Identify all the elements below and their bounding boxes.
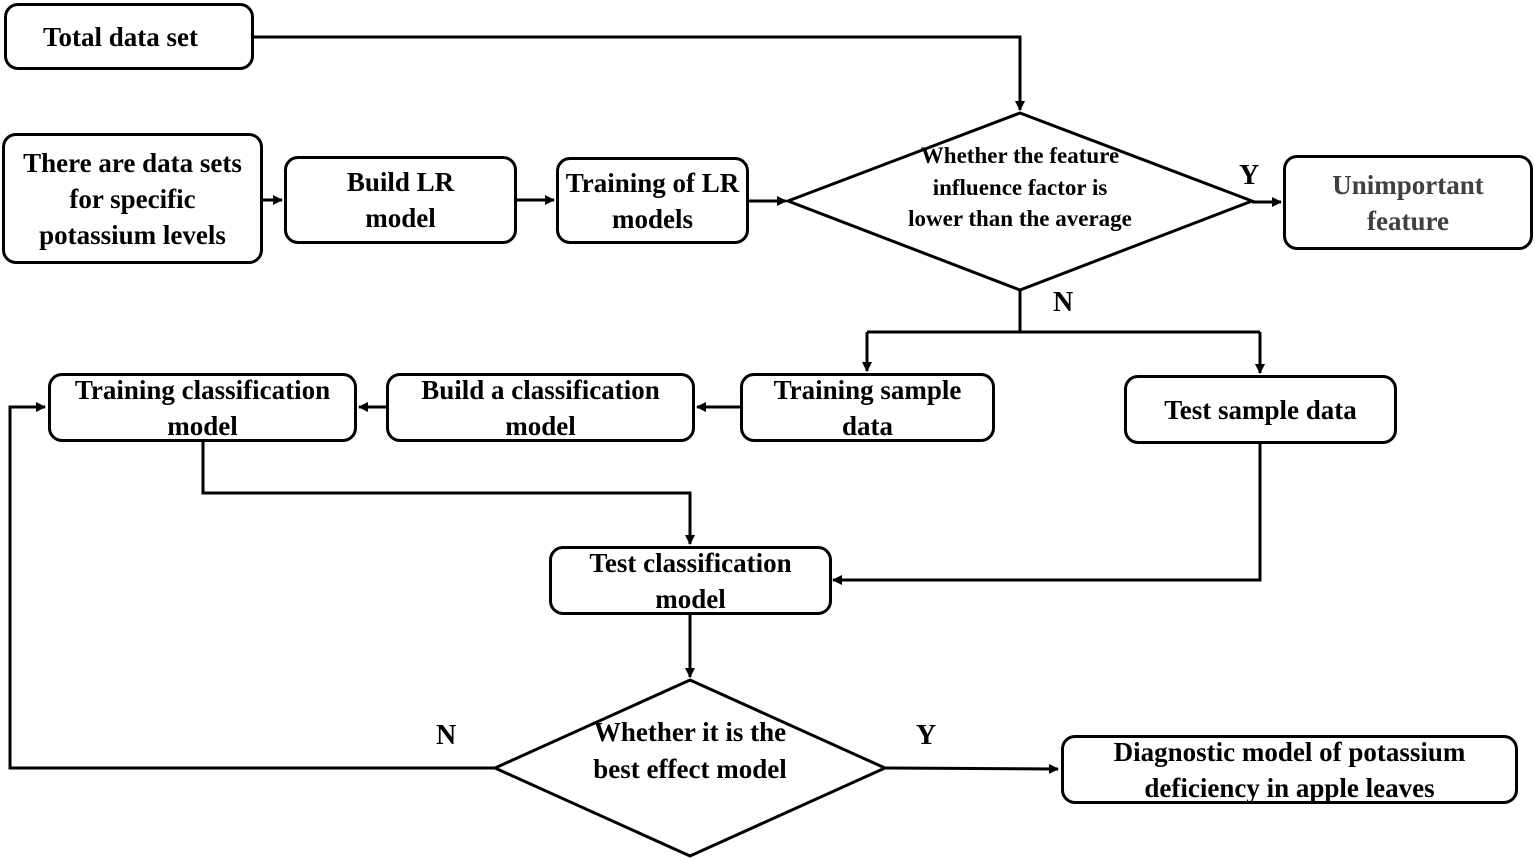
- total-data-set-label: Total data set: [43, 21, 199, 52]
- unimportant-feature-label: Unimportant feature: [1332, 169, 1484, 236]
- diagnostic-model-label: Diagnostic model of potassium deficiency…: [1113, 736, 1466, 803]
- test-classification-label: Test classification model: [589, 547, 792, 614]
- arrow-best-yes-to-diagnostic: [884, 763, 1059, 774]
- training-lr-models-label: Training of LR models: [565, 167, 740, 234]
- best-model-decision-label: Whether it is the best effect model: [593, 717, 787, 784]
- build-lr-model-box: Build LR model: [284, 156, 517, 244]
- specific-potassium-label: There are data sets for specific potassi…: [23, 147, 242, 250]
- training-classification-label: Training classification model: [74, 374, 331, 441]
- arrow-test-sample-to-test-classification: [832, 444, 1262, 585]
- build-lr-model-label: Build LR model: [346, 167, 455, 233]
- total-data-set-box: Total data set: [4, 3, 254, 70]
- arrow-training-classification-to-test: [201, 442, 695, 545]
- training-sample-label: Training sample data: [773, 374, 962, 441]
- best-yes-label: Y: [916, 720, 937, 751]
- diagnostic-model-box: Diagnostic model of potassium deficiency…: [1061, 735, 1518, 804]
- best-no-label: N: [436, 720, 457, 751]
- arrow-total-to-decision: [254, 35, 1025, 111]
- training-classification-box: Training classification model: [48, 373, 357, 442]
- specific-potassium-box: There are data sets for specific potassi…: [2, 133, 263, 264]
- training-lr-models-box: Training of LR models: [556, 157, 749, 244]
- test-sample-label: Test sample data: [1164, 394, 1357, 425]
- feature-no-label: N: [1053, 287, 1074, 318]
- test-classification-box: Test classification model: [549, 546, 832, 615]
- best-model-decision-diamond: [491, 678, 889, 858]
- unimportant-feature-box: Unimportant feature: [1283, 155, 1533, 250]
- feature-decision-label: Whether the feature influence factor is …: [908, 143, 1132, 231]
- arrow-best-no-loop-back: [8, 402, 495, 770]
- test-sample-box: Test sample data: [1124, 375, 1397, 444]
- build-classification-box: Build a classification model: [386, 373, 695, 442]
- build-classification-label: Build a classification model: [421, 374, 660, 441]
- training-sample-box: Training sample data: [740, 373, 995, 442]
- feature-yes-label: Y: [1239, 160, 1260, 191]
